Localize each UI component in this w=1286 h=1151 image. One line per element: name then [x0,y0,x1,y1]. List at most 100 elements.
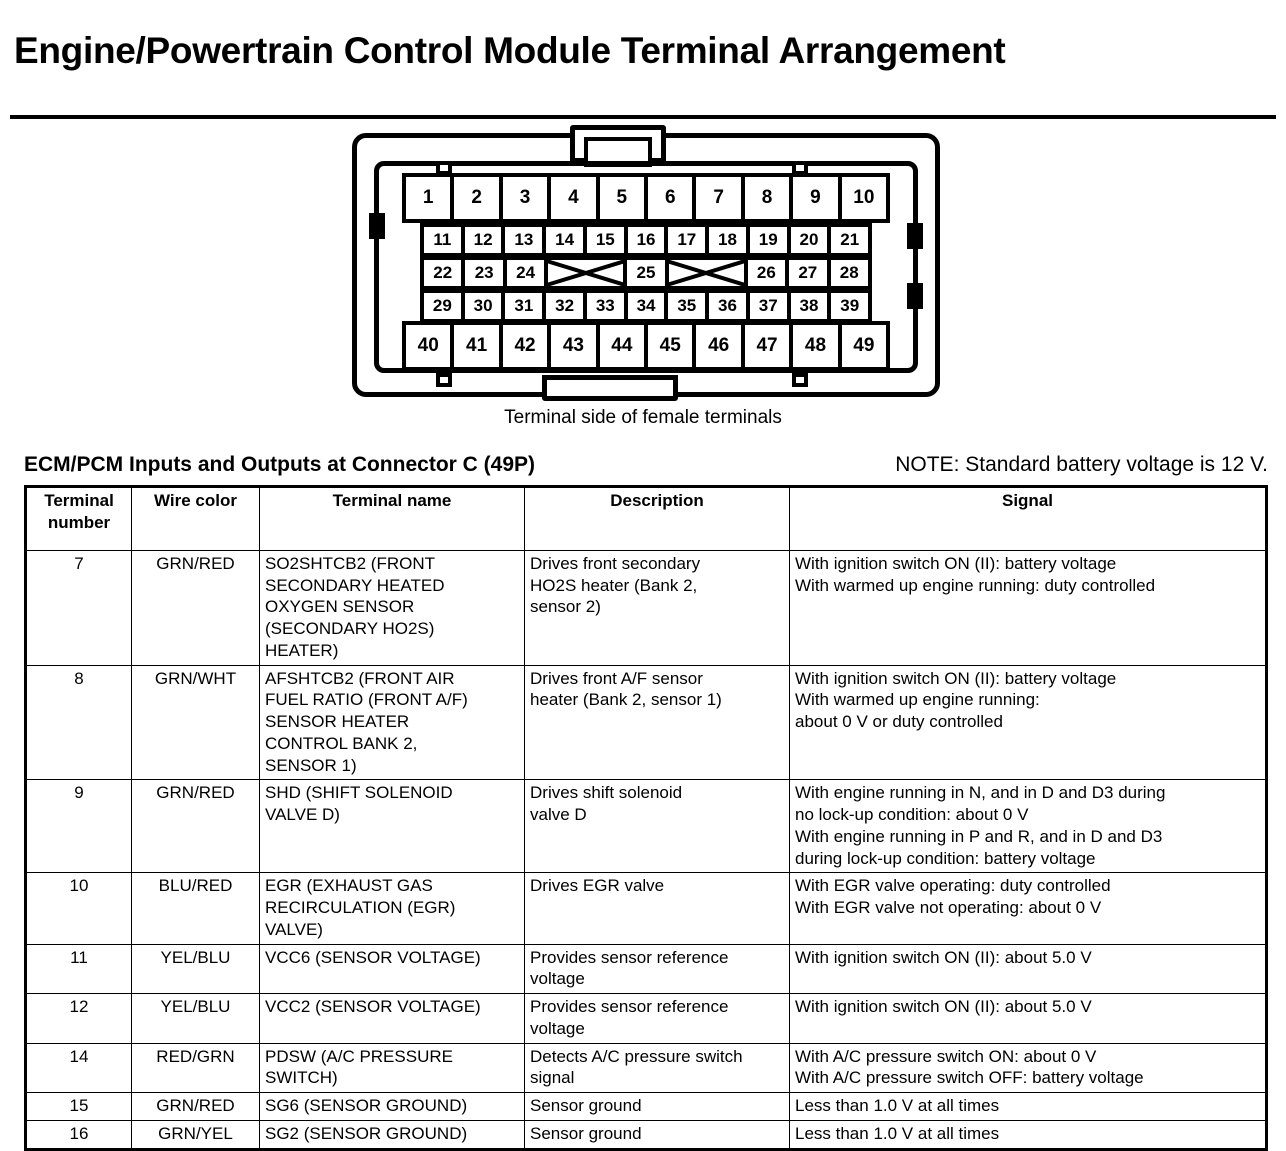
connector-pin-5: 5 [599,177,649,220]
signal-cell: With ignition switch ON (II): about 5.0 … [789,993,1267,1044]
wire-color-cell: YEL/BLU [131,993,260,1044]
terminal-number-cell: 15 [25,1092,132,1121]
connector-pin-44: 44 [599,325,649,368]
terminal-name-cell: SG2 (SENSOR GROUND) [259,1119,525,1150]
connector-pin-3: 3 [502,177,552,220]
connector-pin-9: 9 [793,177,842,220]
battery-voltage-note: NOTE: Standard battery voltage is 12 V. [895,453,1268,477]
terminal-number-cell: 10 [25,872,132,945]
connector-pin-7: 7 [696,177,745,220]
connector-pin-45: 45 [648,325,697,368]
connector-pin-40: 40 [406,325,455,368]
description-cell: Drives EGR valve [524,872,790,945]
connector-pin-30: 30 [464,293,506,320]
signal-cell: Less than 1.0 V at all times [789,1092,1267,1121]
connector-pin-17: 17 [668,227,710,254]
description-cell: Sensor ground [524,1092,790,1121]
connector-pin-42: 42 [502,325,552,368]
column-header-signal: Signal [789,486,1267,551]
connector-pin-43: 43 [551,325,600,368]
wire-color-cell: YEL/BLU [131,943,260,995]
terminal-name-cell: SG6 (SENSOR GROUND) [259,1092,525,1121]
wire-color-cell: RED/GRN [131,1042,260,1094]
connector-nib-bottom-right [792,373,808,388]
connector-pin-22: 22 [424,260,466,287]
connector-pin-blank [668,260,748,287]
section-title: ECM/PCM Inputs and Outputs at Connector … [24,453,536,477]
terminal-number-cell: 7 [25,549,132,666]
connector-pin-34: 34 [627,293,669,320]
connector-pin-39: 39 [831,293,869,320]
wire-color-cell: GRN/YEL [131,1119,260,1150]
connector-pin-21: 21 [831,227,869,254]
connector-pin-8: 8 [744,177,794,220]
connector-pin-32: 32 [546,293,587,320]
terminal-number-cell: 9 [25,779,132,874]
wire-color-cell: GRN/RED [131,549,260,666]
wire-color-cell: BLU/RED [131,872,260,945]
connector-pin-48: 48 [793,325,842,368]
table-header-row: Terminal number Wire color Terminal name… [25,486,1267,551]
page-title: Engine/Powertrain Control Module Termina… [14,29,1006,71]
terminal-number-cell: 11 [25,943,132,995]
wire-color-cell: GRN/RED [131,1092,260,1121]
connector-pin-41: 41 [454,325,503,368]
connector-pin-23: 23 [465,260,507,287]
connector-pin-blank [548,260,628,287]
terminal-number-cell: 12 [25,993,132,1044]
signal-cell: With engine running in N, and in D and D… [789,779,1267,874]
connector-pin-4: 4 [551,177,600,220]
terminal-number-cell: 14 [25,1042,132,1094]
connector-pin-36: 36 [709,293,750,320]
signal-cell: With EGR valve operating: duty controlle… [789,872,1267,945]
connector-pin-27: 27 [789,260,831,287]
connector-pin-20: 20 [790,227,832,254]
description-cell: Sensor ground [524,1119,790,1150]
terminal-name-cell: VCC6 (SENSOR VOLTAGE) [259,943,525,995]
column-header-terminal-name: Terminal name [259,486,525,551]
signal-cell: Less than 1.0 V at all times [789,1119,1267,1150]
connector-pin-15: 15 [586,227,628,254]
connector-pin-28: 28 [830,260,868,287]
connector-pin-29: 29 [424,293,465,320]
connector-pin-14: 14 [546,227,587,254]
column-header-description: Description [524,486,790,551]
connector-nib-bottom-left [436,373,452,388]
connector-pin-11: 11 [424,227,465,254]
connector-lock-nib-right-upper [907,223,923,250]
connector-pin-37: 37 [749,293,791,320]
title-divider [10,115,1276,120]
connector-pin-38: 38 [790,293,832,320]
connector-pin-2: 2 [454,177,503,220]
wire-color-cell: GRN/RED [131,779,260,874]
connector-pin-1: 1 [406,177,455,220]
connector-caption: Terminal side of female terminals [504,407,782,429]
connector-pin-13: 13 [505,227,547,254]
connector-pin-35: 35 [668,293,710,320]
signal-cell: With ignition switch ON (II): battery vo… [789,664,1267,781]
